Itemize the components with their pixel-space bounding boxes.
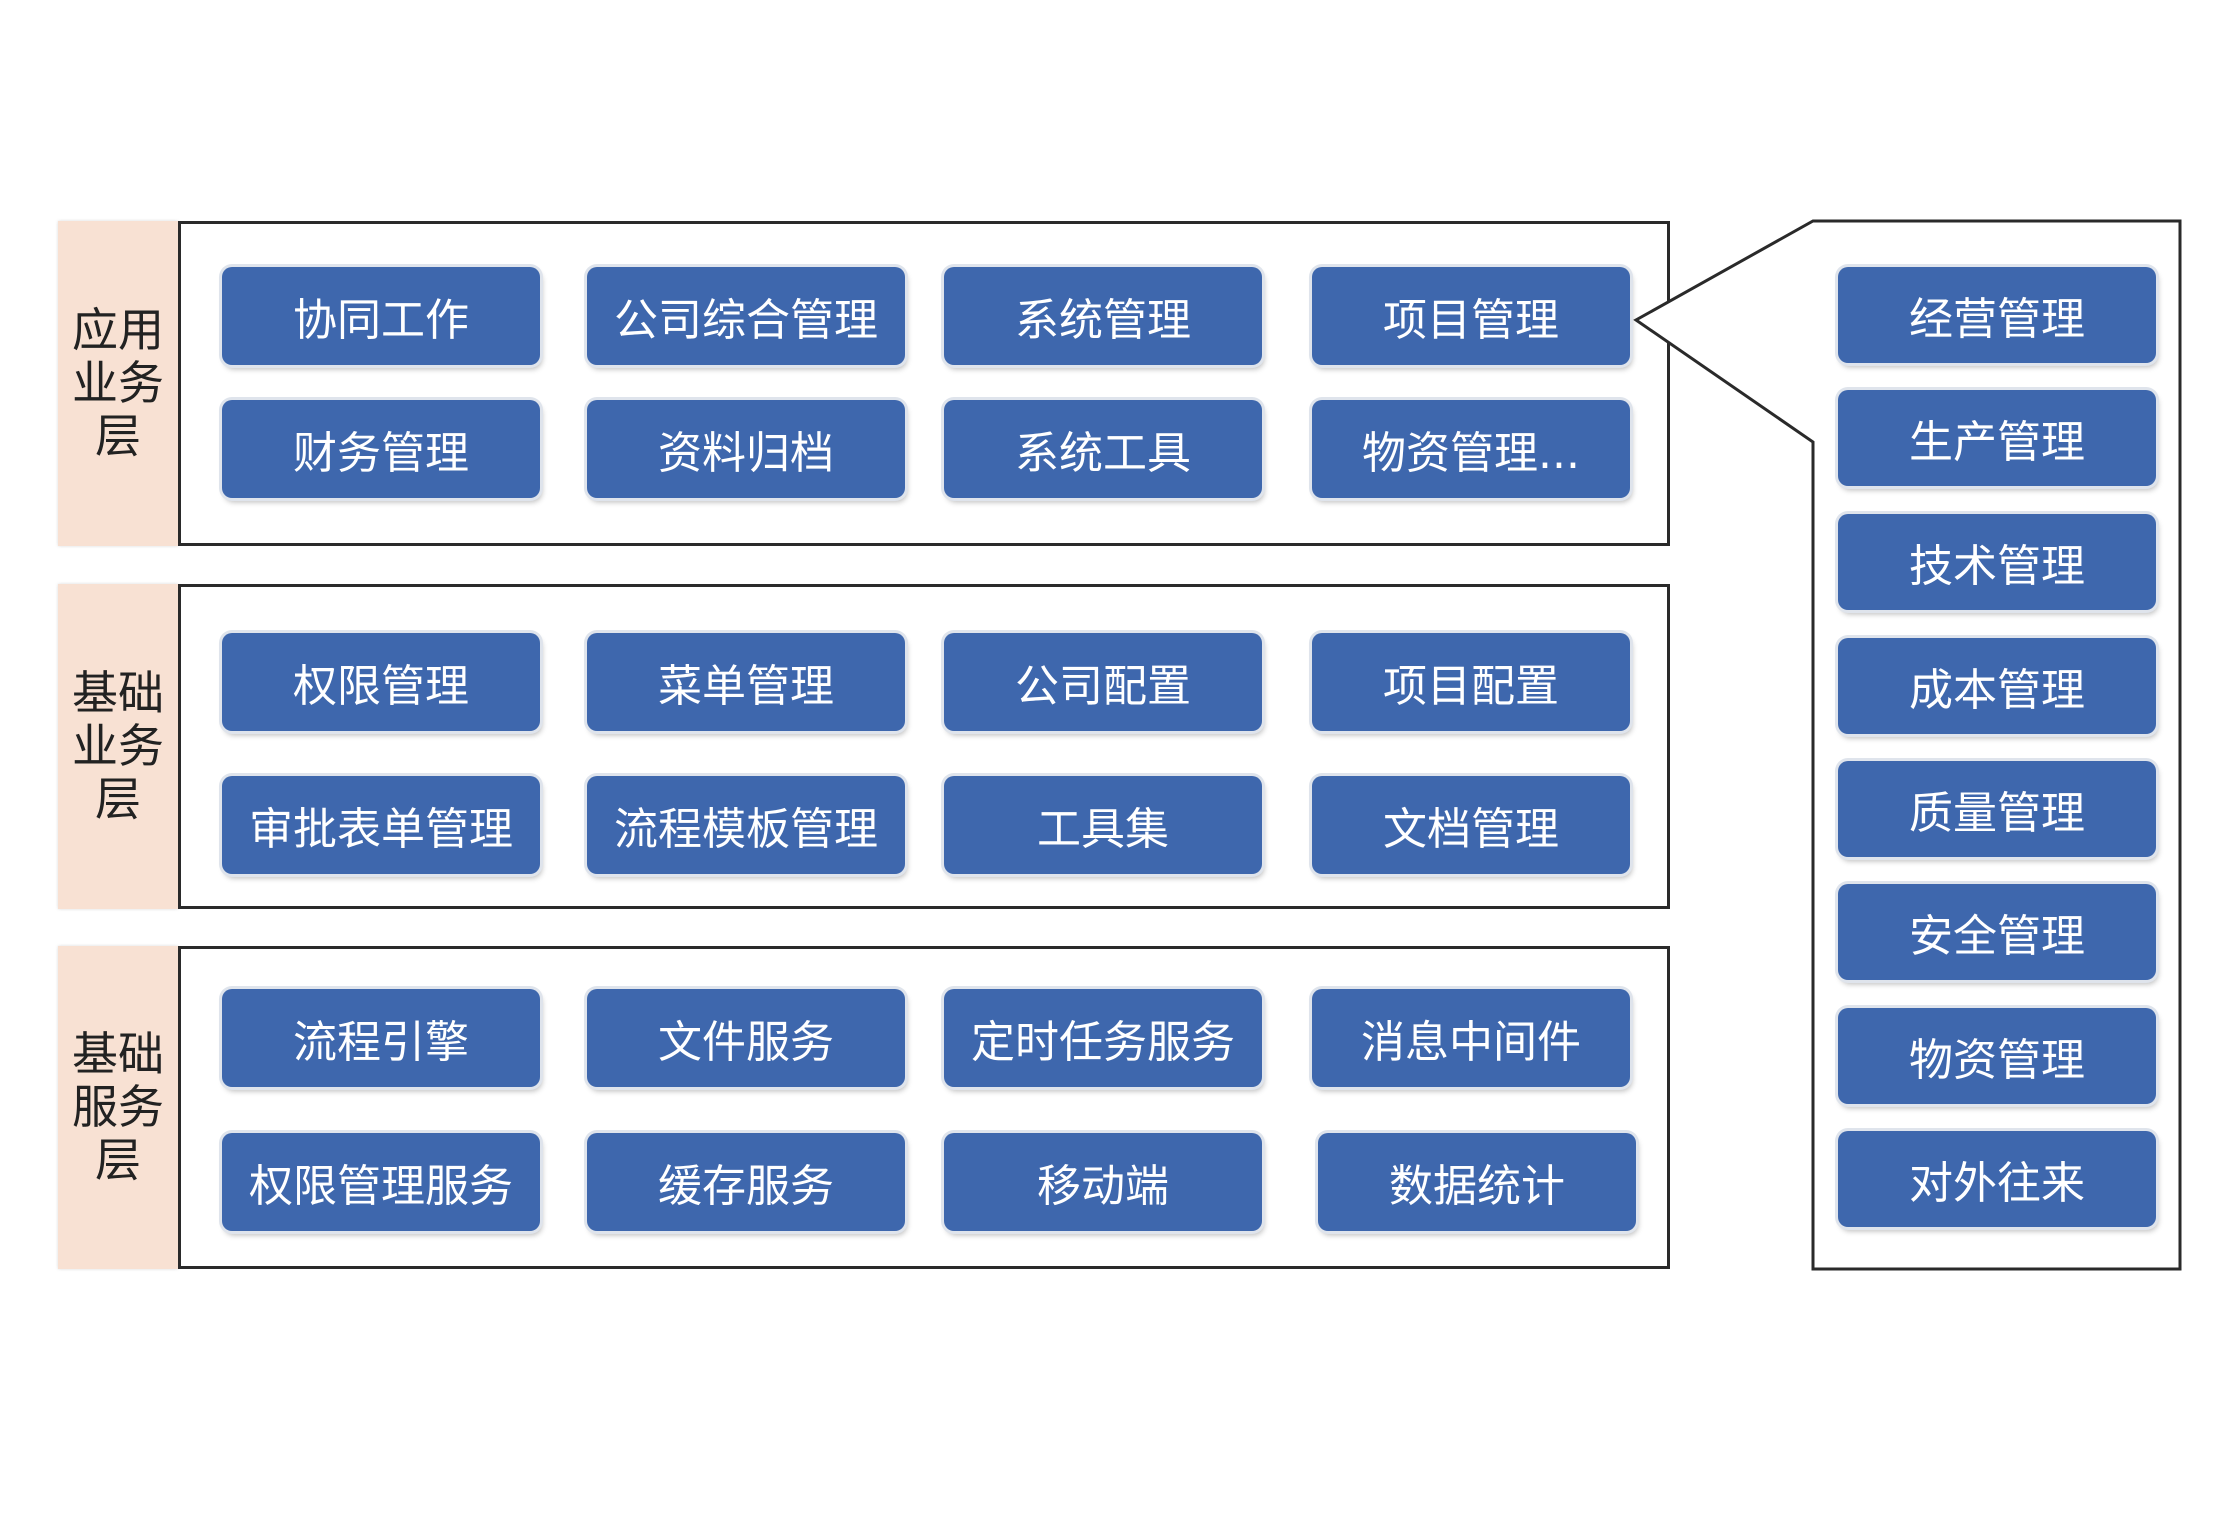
module-service-3: 定时任务服务 [944,989,1262,1087]
module-base-8: 文档管理 [1312,776,1630,874]
module-base-3: 公司配置 [944,633,1262,731]
expansion-module-6: 安全管理 [1838,884,2156,980]
expansion-module-7: 物资管理 [1838,1008,2156,1104]
module-service-7: 移动端 [944,1133,1262,1231]
module-service-5: 权限管理服务 [222,1133,540,1231]
module-base-5: 审批表单管理 [222,776,540,874]
layer-label-application: 应用业务层 [58,221,178,546]
expansion-module-5: 质量管理 [1838,761,2156,857]
module-base-6: 流程模板管理 [587,776,905,874]
layer-label-base-service: 基础服务层 [58,946,178,1269]
layer-label-base-business: 基础业务层 [58,584,178,909]
module-app-2: 公司综合管理 [587,267,905,365]
module-app-1: 协同工作 [222,267,540,365]
module-app-7: 系统工具 [944,400,1262,498]
expansion-module-8: 对外往来 [1838,1131,2156,1227]
expansion-module-4: 成本管理 [1838,638,2156,734]
module-app-6: 资料归档 [587,400,905,498]
layer-label-text: 基础业务层 [72,666,164,826]
module-app-5: 财务管理 [222,400,540,498]
module-service-4: 消息中间件 [1312,989,1630,1087]
module-base-1: 权限管理 [222,633,540,731]
module-service-8: 数据统计 [1318,1133,1636,1231]
layer-label-text: 基础服务层 [72,1027,164,1187]
module-base-2: 菜单管理 [587,633,905,731]
module-base-4: 项目配置 [1312,633,1630,731]
module-app-8: 物资管理... [1312,400,1630,498]
expansion-module-1: 经营管理 [1838,267,2156,363]
module-service-2: 文件服务 [587,989,905,1087]
layer-label-text: 应用业务层 [72,303,164,463]
module-app-3: 系统管理 [944,267,1262,365]
module-app-4: 项目管理 [1312,267,1630,365]
module-service-1: 流程引擎 [222,989,540,1087]
expansion-module-2: 生产管理 [1838,390,2156,486]
module-service-6: 缓存服务 [587,1133,905,1231]
module-base-7: 工具集 [944,776,1262,874]
expansion-module-3: 技术管理 [1838,514,2156,610]
